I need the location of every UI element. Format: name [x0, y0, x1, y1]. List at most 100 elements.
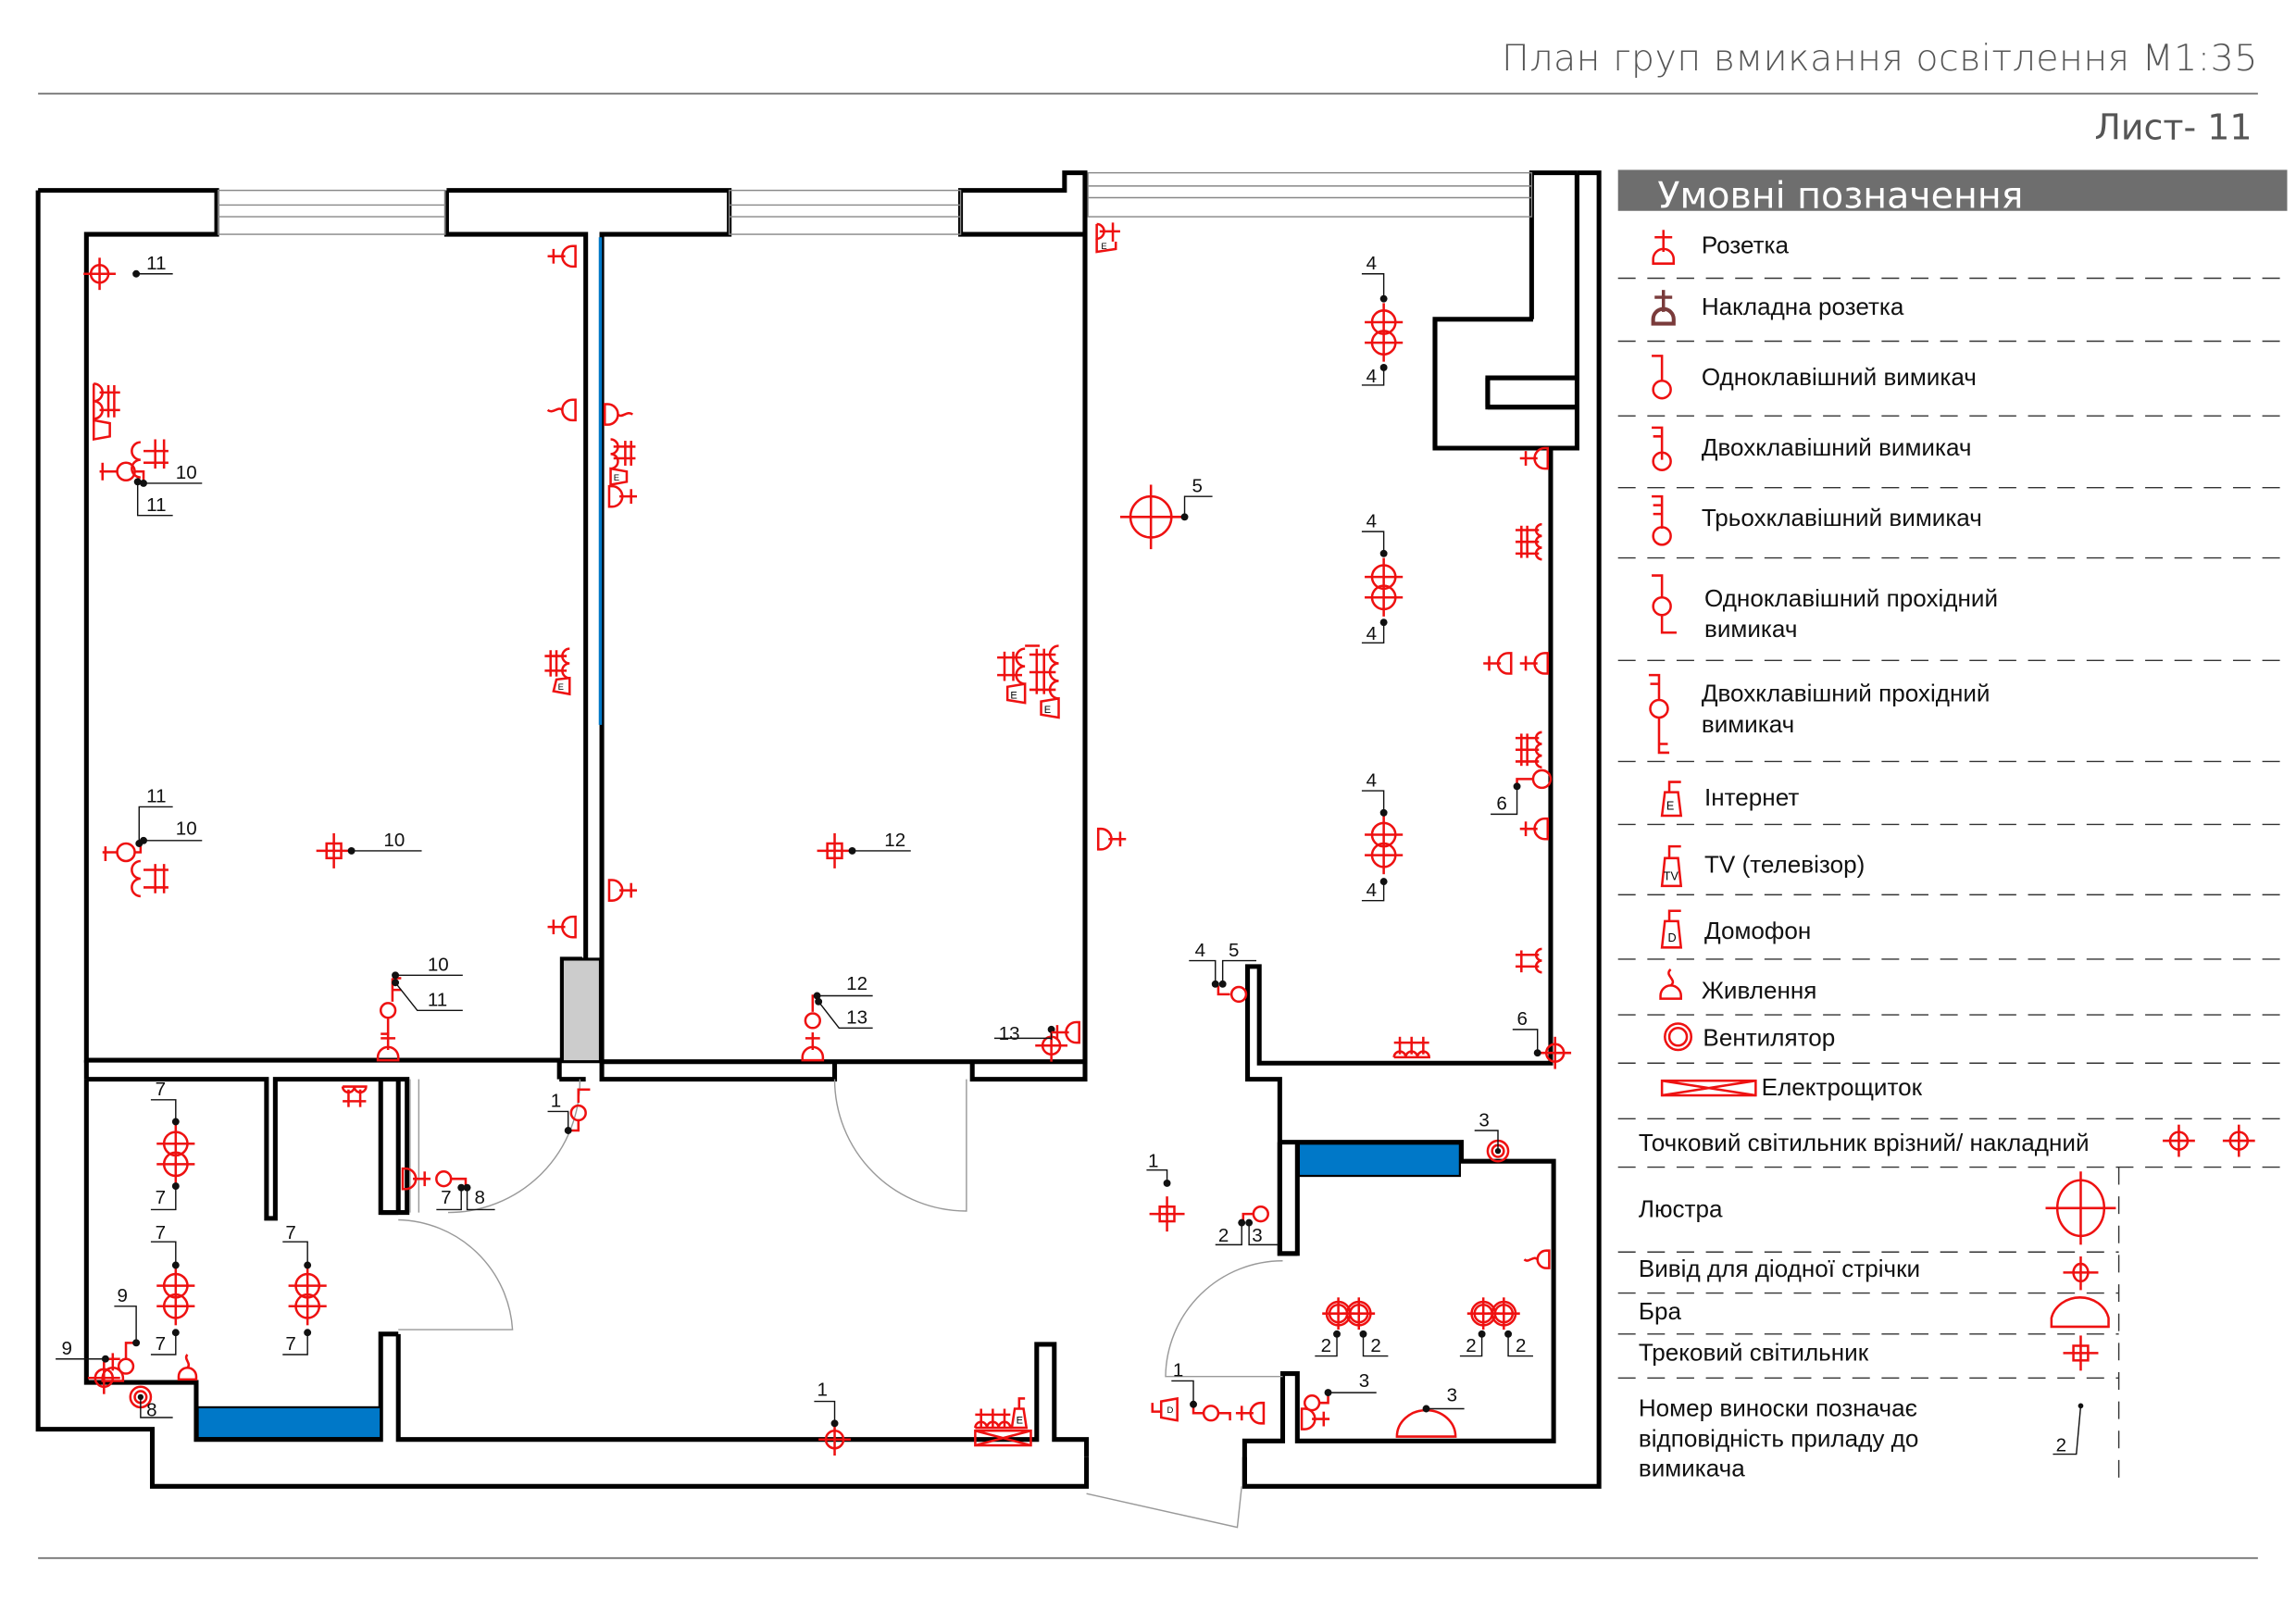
- socket-icon: [1481, 652, 1513, 675]
- spotlight-icon: [86, 1360, 121, 1395]
- svg-text:E: E: [1017, 1415, 1023, 1426]
- socket-group-icon: [1515, 522, 1542, 561]
- callout: 3: [1447, 1385, 1457, 1406]
- electrical-panel-icon: [1660, 1079, 1757, 1097]
- callout: 4: [1366, 769, 1377, 791]
- svg-text:вимикач: вимикач: [1704, 615, 1797, 643]
- callout: 4: [1366, 253, 1377, 274]
- callout: 9: [61, 1338, 71, 1359]
- switch-socket-icon: [801, 994, 825, 1062]
- socket-icon: [1518, 652, 1550, 675]
- legend-item-tv: TV TV (телевізор): [1660, 844, 1865, 888]
- legend-item-electrical-panel: Електрощиток: [1660, 1073, 1923, 1101]
- spotlight-pair-icon: [155, 1123, 196, 1185]
- fan-icon: [1664, 1022, 1693, 1052]
- socket-icon: [607, 484, 639, 508]
- callout: 2: [1370, 1335, 1380, 1356]
- svg-text:E: E: [1010, 690, 1017, 701]
- svg-text:Накладна розетка: Накладна розетка: [1702, 293, 1904, 320]
- spotlight-pair-icon: [1363, 302, 1404, 363]
- svg-text:Одноклавішний вимикач: Одноклавішний вимикач: [1702, 363, 1977, 391]
- svg-text:Вентилятор: Вентилятор: [1703, 1023, 1835, 1051]
- callout: 2: [1516, 1335, 1526, 1356]
- chandelier-icon: [2045, 1171, 2116, 1245]
- callout: 10: [428, 955, 449, 976]
- switch-socket-group-icon: [99, 439, 168, 482]
- socket-icon: [1050, 1020, 1080, 1044]
- callout: 5: [1229, 940, 1239, 961]
- socket-group-icon: [1515, 947, 1542, 974]
- callout: 8: [474, 1187, 484, 1208]
- svg-text:Двохклавішний вимикач: Двохклавішний вимикач: [1702, 433, 1972, 461]
- led-strip-outlet-icon: [2063, 1256, 2099, 1291]
- callout: 4: [1366, 510, 1377, 531]
- legend-item-single-pass-switch: Одноклавішний прохідний вимикач: [1652, 574, 1998, 643]
- svg-text:D: D: [1667, 931, 1676, 944]
- svg-text:TV: TV: [1664, 870, 1679, 883]
- socket-group-icon: E: [609, 438, 636, 487]
- legend-item-triple-switch: Трьохклавішний вимикач: [1652, 494, 1982, 546]
- callout: 7: [156, 1079, 166, 1100]
- svg-text:Інтернет: Інтернет: [1704, 783, 1799, 811]
- callout: 12: [846, 973, 867, 994]
- plan-symbols: 11 10 11 11: [56, 222, 1573, 1457]
- callout: 2: [1321, 1335, 1331, 1356]
- single-switch-icon: [569, 1088, 591, 1132]
- door-bedroom2[interactable]: [833, 1079, 967, 1212]
- wall-top-segment: [446, 170, 1088, 1065]
- door-bathroom[interactable]: [398, 1218, 514, 1330]
- floor-plan: [35, 170, 1602, 1529]
- svg-text:E: E: [1101, 242, 1106, 252]
- callout: 7: [441, 1187, 451, 1208]
- svg-text:E: E: [558, 682, 564, 693]
- svg-text:Двохклавішний прохідний: Двохклавішний прохідний: [1702, 680, 1990, 707]
- window-bedroom2: [728, 189, 962, 235]
- svg-text:2: 2: [2056, 1434, 2066, 1455]
- sheet-number: Лист- 11: [2094, 106, 2252, 147]
- socket-group-icon: E: [544, 647, 571, 696]
- callout: 6: [1496, 793, 1506, 815]
- callout: 11: [146, 494, 166, 516]
- callout: 11: [428, 990, 447, 1011]
- callout: 3: [1252, 1225, 1262, 1246]
- callout: 10: [176, 818, 197, 840]
- column: [560, 957, 603, 1064]
- legend-item-intercom: D Домофон: [1660, 909, 1811, 949]
- switch-socket-group-icon: [102, 842, 168, 898]
- callout: 4: [1195, 940, 1205, 961]
- door-kitchen[interactable]: [1165, 1260, 1283, 1378]
- socket-icon: [607, 879, 639, 902]
- double-switch-icon: [1217, 985, 1248, 1004]
- svg-text:D: D: [1167, 1405, 1174, 1416]
- callout: 2: [1218, 1225, 1229, 1246]
- svg-text:E: E: [614, 473, 619, 483]
- callout: 6: [1517, 1008, 1528, 1030]
- single-switch-icon: [1652, 355, 1672, 400]
- socket-icon: [546, 244, 577, 269]
- svg-text:Трьохклавішний вимикач: Трьохклавішний вимикач: [1702, 504, 1982, 531]
- electrical-panel-icon: E: [974, 1397, 1032, 1447]
- callout: 3: [1359, 1370, 1369, 1392]
- spotlight-pair-icon: [1320, 1296, 1377, 1331]
- spotlight-recessed-icon: [2161, 1123, 2197, 1158]
- svg-text:Електрощиток: Електрощиток: [1762, 1073, 1923, 1101]
- track-light-icon: [2062, 1334, 2100, 1372]
- switch-socket-icon: [1300, 1393, 1331, 1430]
- triple-switch-icon: [1652, 494, 1672, 546]
- bathroom-wall: [83, 1077, 586, 1443]
- living-room-wall: [969, 172, 1579, 1256]
- svg-text:Люстра: Люстра: [1639, 1194, 1723, 1222]
- callout: 1: [817, 1379, 828, 1400]
- svg-text:Бра: Бра: [1639, 1297, 1682, 1325]
- svg-text:вимикач: вимикач: [1702, 710, 1794, 738]
- power-supply-icon: [1659, 968, 1682, 1000]
- callout: 13: [846, 1007, 867, 1029]
- callout: 3: [1479, 1109, 1489, 1131]
- callout: 1: [551, 1091, 561, 1112]
- legend-item-double-pass-switch: Двохклавішний прохідний вимикач: [1648, 673, 1990, 755]
- socket-group-icon: [341, 1085, 368, 1107]
- outer-wall: [35, 170, 1602, 1489]
- callout: 4: [1366, 366, 1377, 387]
- door-entrance[interactable]: [1086, 1486, 1242, 1529]
- single-switch-icon: [1192, 1404, 1231, 1422]
